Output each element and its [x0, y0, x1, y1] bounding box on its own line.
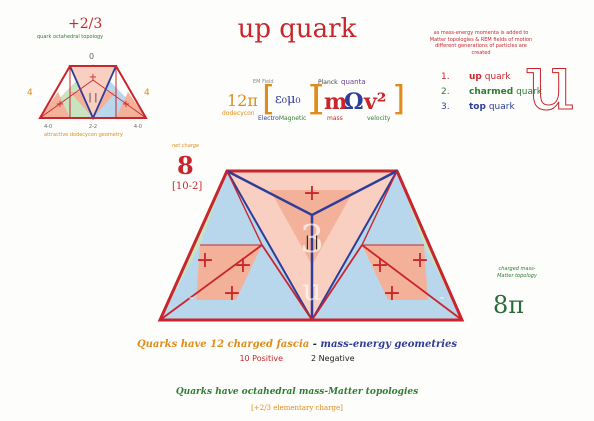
mass-matter-value: 8π — [493, 291, 525, 319]
omega-symbol: Ω — [344, 89, 364, 115]
magnetic-label: Magnetic — [278, 115, 307, 122]
generation-3: 3. top quark — [441, 102, 515, 112]
main-red-inner-6 — [361, 170, 398, 246]
small-diag-1 — [39, 79, 94, 119]
bracket-open-2: [ — [312, 79, 326, 119]
velocity-label: velocity — [367, 115, 391, 122]
generation-2: 2. charmed quark — [441, 87, 542, 97]
main-red-inner-2 — [261, 244, 313, 321]
generation-3-suffix: quark — [488, 102, 515, 112]
main-plus-right-1: + — [371, 253, 389, 278]
electro-label: Electro — [258, 115, 279, 122]
topology-line: Quarks have octahedral mass-Matter topol… — [175, 387, 419, 397]
mass-matter-caption: charged mass-Matter topology — [497, 266, 537, 279]
small-diag-2 — [92, 79, 147, 119]
negative-count: 2 Negative — [311, 354, 355, 363]
fascia-dash: - — [309, 339, 321, 350]
big-letter-u: u — [524, 38, 576, 128]
main-red-inner-5 — [226, 170, 263, 246]
main-red-inner-1 — [159, 244, 263, 321]
epsilon-mu: ε₀μ₀ — [275, 92, 301, 107]
generation-1-num: 1. — [441, 72, 450, 82]
main-plus-right-2: + — [411, 248, 429, 273]
main-octahedron — [157, 169, 465, 322]
main-minus-right: - — [439, 290, 444, 306]
main-plus-left-2: + — [234, 253, 252, 278]
small-center-bars: | | — [89, 93, 98, 103]
main-plus-right-3: + — [383, 281, 401, 306]
net-charge-value: 8 — [177, 151, 194, 180]
main-plus-top: + — [303, 181, 321, 206]
fascia-tail: mass-energy geometries — [320, 339, 458, 350]
small-diagram-right-value: 4 — [144, 88, 150, 98]
main-red-inner-4 — [311, 244, 363, 321]
small-face-red-left — [40, 92, 70, 118]
generation-1-name: up — [469, 72, 482, 82]
electromagnetic-label: ElectroMagnetic — [258, 115, 306, 122]
main-minus-left: - — [188, 290, 193, 306]
bracket-close-1: ] — [307, 79, 321, 119]
page-title: up quark — [237, 14, 357, 44]
small-tick-center: 2-2 — [88, 124, 98, 130]
small-plus-right: + — [122, 99, 130, 110]
main-plus-left-3: + — [223, 281, 241, 306]
generation-1-suffix: quark — [484, 72, 511, 82]
generation-1: 1. up quark — [441, 72, 511, 82]
small-diagram-caption-top: quark octahedral topology — [37, 34, 104, 40]
main-center-label: 3 — [300, 217, 324, 261]
quanta-label: quanta — [341, 78, 366, 86]
small-tick-right: 4-0 — [133, 124, 142, 130]
small-face-top — [70, 66, 116, 118]
small-diagram-caption-bottom: attractive dodecycon geometry — [44, 132, 123, 138]
generation-2-suffix: quark — [516, 87, 542, 97]
fascia-line: Quarks have 12 charged fascia - mass-ene… — [0, 339, 594, 350]
elementary-charge-line: [+2/3 elementary charge] — [251, 404, 343, 412]
small-face-red-right — [116, 92, 146, 118]
small-tick-left: 4-0 — [44, 124, 53, 130]
net-charge-caption: net charge — [172, 143, 200, 149]
equation-coefficient: 12π — [227, 91, 258, 110]
small-diagram-apex-value: 0 — [89, 52, 95, 61]
main-face-right-red — [362, 245, 428, 300]
coefficient-label: dodecycon — [222, 110, 255, 117]
bracket-open-1: [ — [262, 79, 276, 119]
small-plus-left: + — [56, 99, 64, 110]
small-diagram-left-value: 4 — [27, 88, 33, 98]
small-plus-top: + — [89, 72, 97, 83]
mass-symbol: m — [324, 89, 348, 115]
main-red-inner-3 — [361, 244, 463, 321]
generation-note: as mass-energy momenta is added to Matte… — [429, 30, 533, 56]
velocity-squared: v² — [364, 89, 387, 115]
generation-3-num: 3. — [441, 102, 450, 112]
main-watermark-u: u — [302, 273, 321, 308]
em-field-label: EM Field — [253, 79, 274, 85]
charge-fraction: +2/3 — [68, 16, 103, 32]
small-diagram-ticks: 4-0 2-2 4-0 — [44, 124, 142, 130]
generation-2-num: 2. — [441, 87, 450, 97]
generation-2-name: charmed — [469, 87, 514, 97]
net-charge-breakdown: [10-2] — [172, 181, 203, 192]
charge-counts: 10 Positive 2 Negative — [0, 354, 594, 363]
mass-label: mass — [327, 115, 343, 122]
small-octahedron — [38, 64, 148, 121]
planck-label: Planck — [318, 79, 338, 86]
main-center-bars: | | — [305, 234, 319, 250]
main-blue-right-edge — [311, 170, 398, 321]
bracket-close-2: ] — [392, 79, 406, 119]
main-face-left-red — [196, 245, 262, 300]
main-blue-left-edge — [226, 170, 313, 321]
generation-3-name: top — [469, 102, 486, 112]
fascia-lead: Quarks have 12 charged fascia — [136, 339, 310, 350]
positive-count: 10 Positive — [239, 354, 283, 363]
main-plus-left-1: + — [196, 248, 214, 273]
